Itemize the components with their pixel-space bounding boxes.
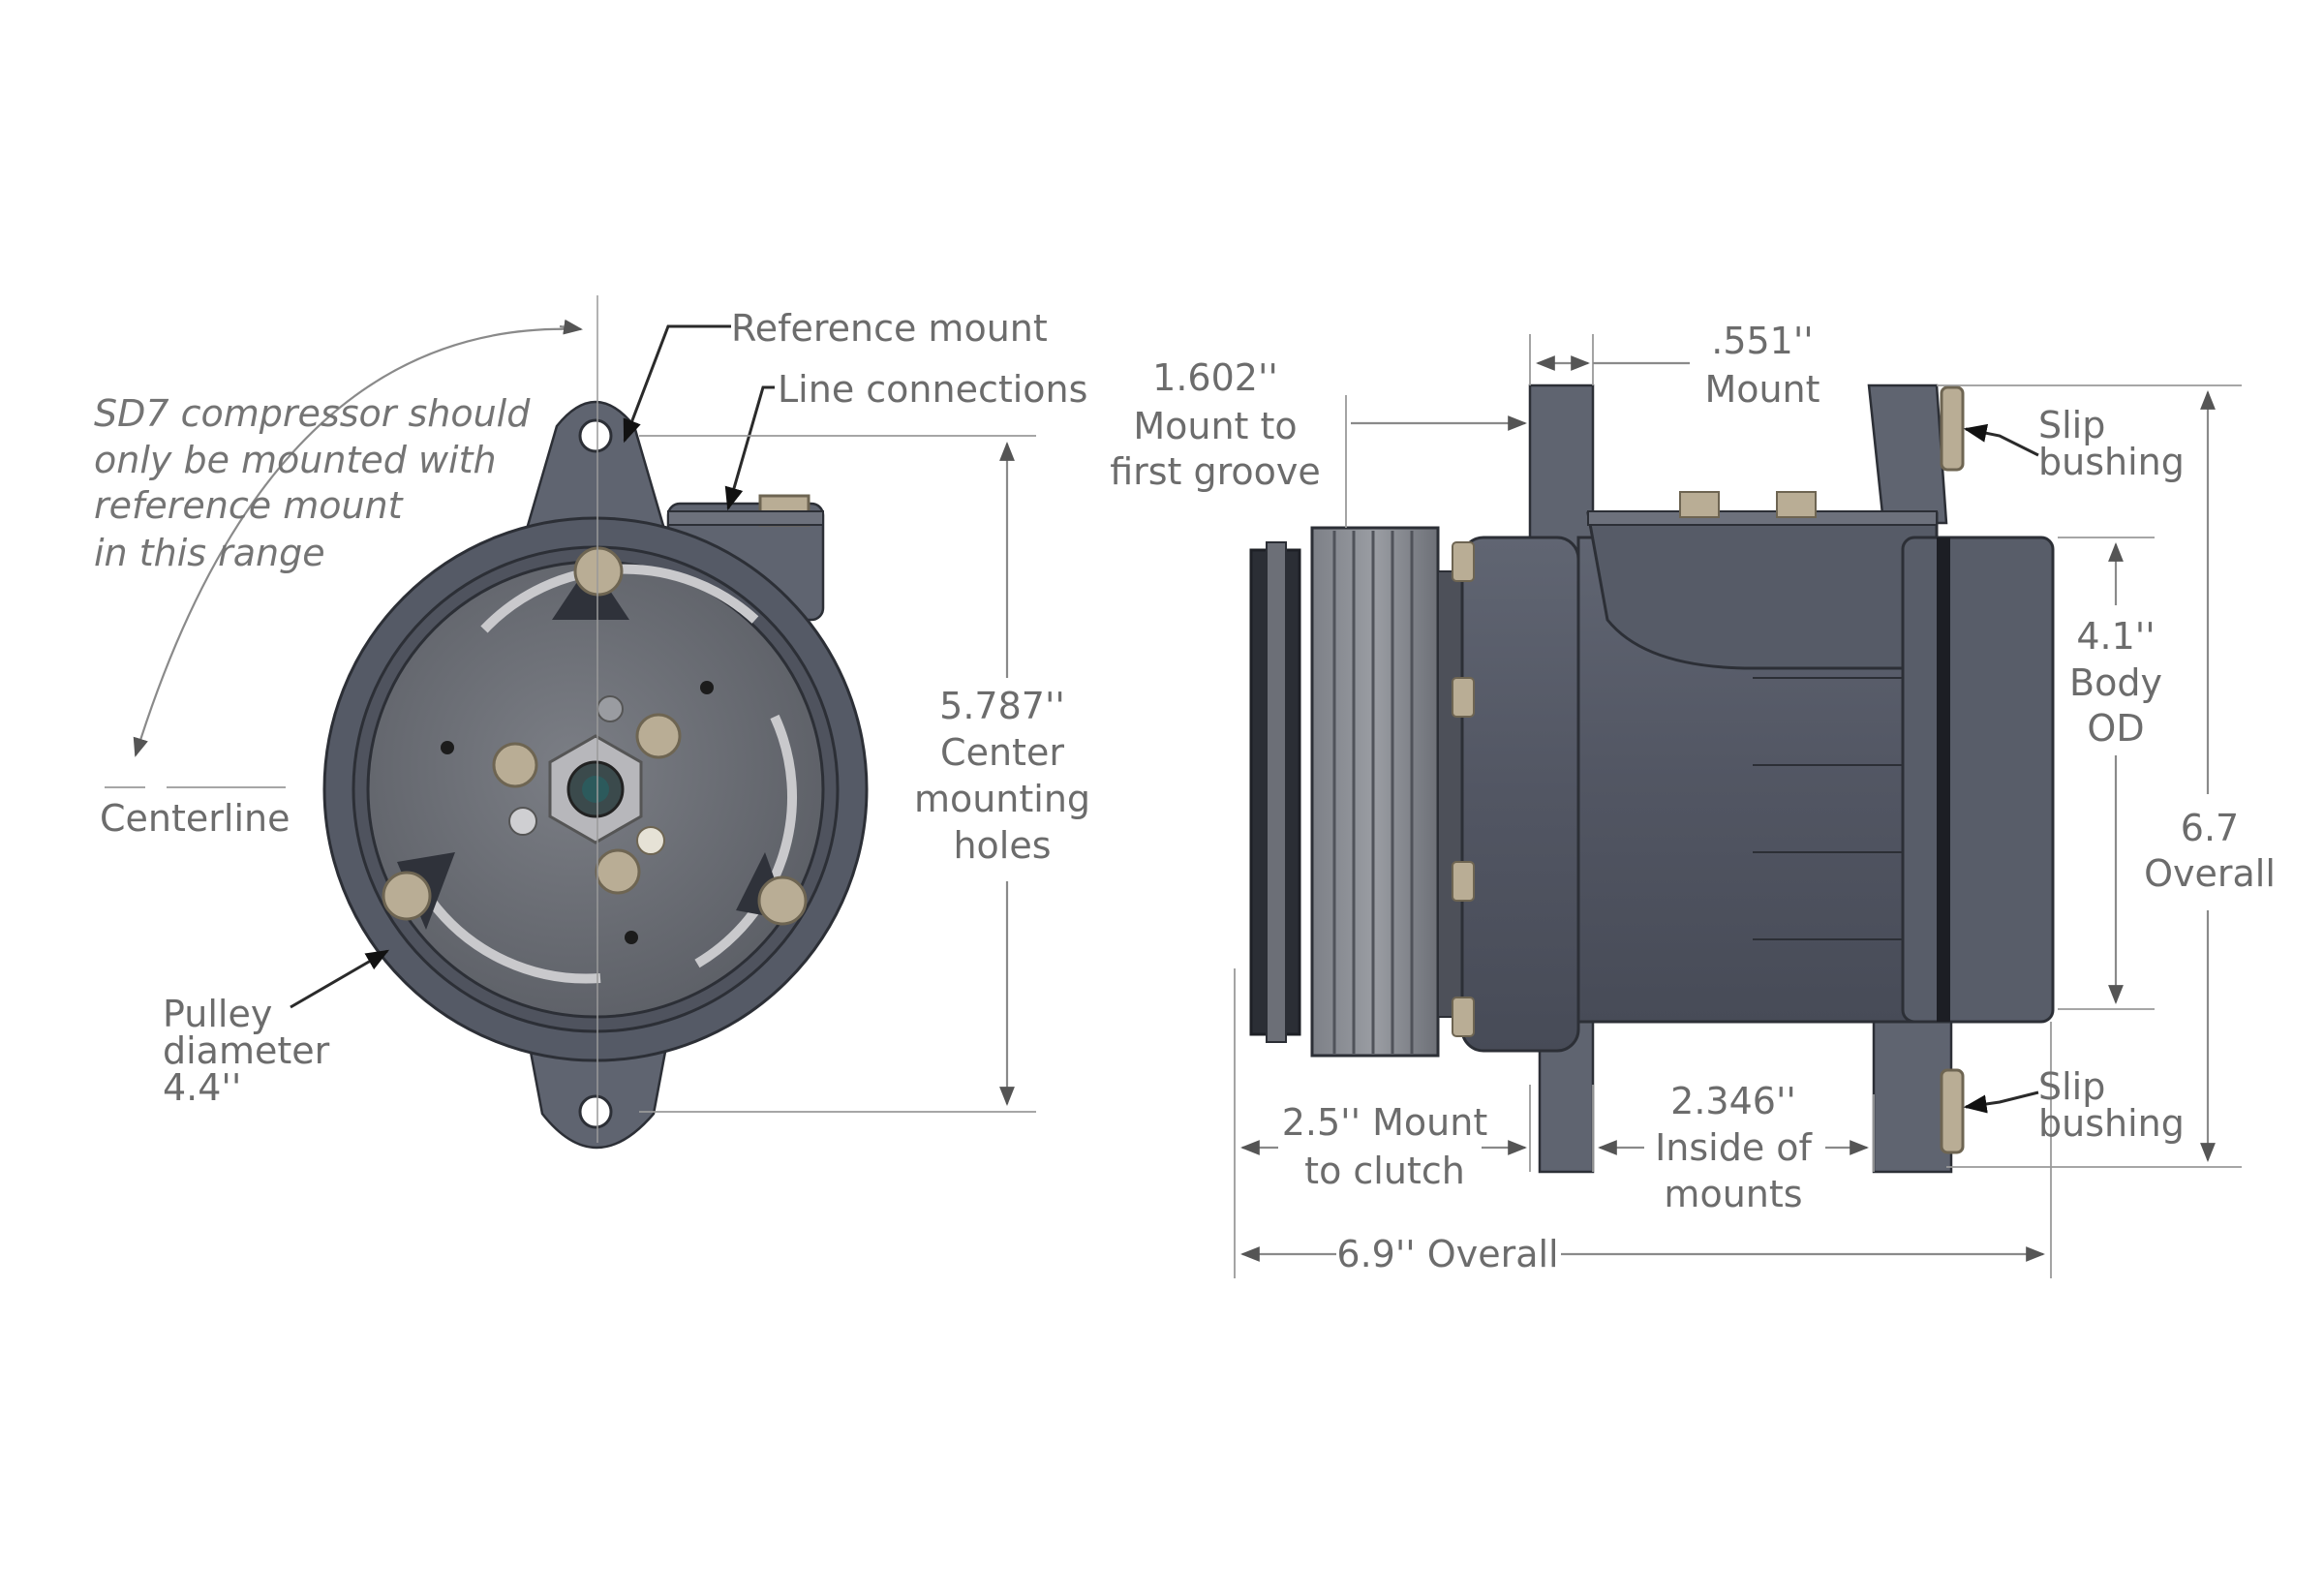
- inside-mounts-line-2: Inside of: [1655, 1126, 1813, 1169]
- overall-height-value: 6.7: [2181, 807, 2239, 849]
- mounting-range-arc: [133, 327, 577, 757]
- pulley-label-value: 4.4'': [163, 1066, 241, 1109]
- pulley-leader: [290, 949, 390, 1009]
- mount-to-groove-line-3: first groove: [1110, 450, 1321, 493]
- overall-length-label: 6.9'' Overall: [1336, 1233, 1558, 1275]
- center-holes-line-4: holes: [953, 824, 1051, 867]
- port-fitting-2: [1776, 491, 1817, 518]
- rear-mount-top: [1867, 384, 1948, 525]
- clutch-slot-bottom: [426, 898, 601, 984]
- front-head: [1460, 536, 1580, 1053]
- inside-mounts-value: 2.346'': [1670, 1080, 1796, 1122]
- mount-to-clutch-line-2: to clutch: [1304, 1150, 1465, 1192]
- mount-to-groove-line-2: Mount to: [1133, 405, 1297, 447]
- slip-bushing-bottom: [1940, 1068, 1965, 1154]
- rear-seal-ring: [1937, 537, 1950, 1022]
- pulley-body: [1310, 526, 1440, 1058]
- slip-bushing-top-line-2: bushing: [2038, 441, 2185, 483]
- clutch-slot-right: [694, 714, 797, 968]
- mount-to-clutch-value: 2.5'' Mount: [1282, 1101, 1488, 1144]
- rivet-1: [700, 681, 714, 694]
- rear-mount-bottom: [1872, 1005, 1953, 1174]
- rivet-2: [441, 741, 454, 754]
- port-fitting-1: [1679, 491, 1720, 518]
- center-holes-value: 5.787'': [939, 685, 1065, 727]
- body-od-line-3: OD: [2087, 707, 2144, 750]
- shaft-core: [582, 776, 609, 803]
- slip-bushing-bottom-line-1: Slip: [2038, 1065, 2105, 1108]
- pulley-label-line-1: Pulley: [163, 993, 272, 1035]
- centerline-label: Centerline: [100, 797, 290, 840]
- line-connections-label: Line connections: [778, 368, 1087, 411]
- front-view: Reference mount Line connections SD7 com…: [94, 295, 1090, 1150]
- clutch-stud-top: [573, 546, 624, 597]
- hub-pin: [636, 826, 665, 855]
- pulley-label-line-2: diameter: [163, 1029, 330, 1072]
- front-head-bolts: [1452, 541, 1475, 1037]
- reference-mount-leader: [623, 324, 731, 444]
- rear-head: [1901, 536, 2055, 1024]
- slip-bushing-top-leader: [1963, 423, 2039, 457]
- body-od-value: 4.1'': [2076, 615, 2155, 658]
- mounting-note-line-2: only be mounted with: [94, 439, 497, 481]
- center-holes-line-2: Center: [940, 731, 1064, 774]
- overall-height-label: Overall: [2144, 852, 2276, 895]
- slip-bushing-bottom-leader: [1963, 1090, 2039, 1114]
- mounting-note-line-3: reference mount: [94, 484, 405, 527]
- hub-stud-3: [595, 848, 641, 895]
- mount-width-label: Mount: [1704, 368, 1819, 411]
- clutch-stud-right: [757, 875, 808, 926]
- side-view: 1.602'' Mount to first groove .551'' Mou…: [1110, 320, 2276, 1278]
- hub-hole-1: [508, 807, 537, 836]
- slip-bushing-top-line-1: Slip: [2038, 404, 2105, 446]
- hub-stud-2: [492, 742, 538, 788]
- body-od-line-2: Body: [2069, 661, 2162, 704]
- slip-bushing-bottom-line-2: bushing: [2038, 1102, 2185, 1145]
- pulley-grooves: [1332, 531, 1414, 1054]
- hub-stud-1: [635, 713, 682, 759]
- hub-hole-2: [596, 695, 624, 722]
- body-bands: [1753, 677, 1903, 940]
- mount-to-groove-value: 1.602'': [1152, 356, 1278, 399]
- valve-block: [1586, 511, 1939, 670]
- line-connections-leader: [724, 385, 775, 511]
- mount-width-value: .551'': [1711, 320, 1814, 362]
- slip-bushing-top: [1940, 385, 1965, 472]
- inside-mounts-line-3: mounts: [1664, 1173, 1802, 1215]
- reference-mount-label: Reference mount: [731, 307, 1048, 350]
- center-holes-line-3: mounting: [914, 778, 1090, 820]
- mounting-note-line-4: in this range: [94, 532, 325, 574]
- clutch-stud-left: [382, 871, 432, 921]
- mounting-note-line-1: SD7 compressor should: [94, 392, 531, 435]
- rivet-3: [625, 931, 638, 944]
